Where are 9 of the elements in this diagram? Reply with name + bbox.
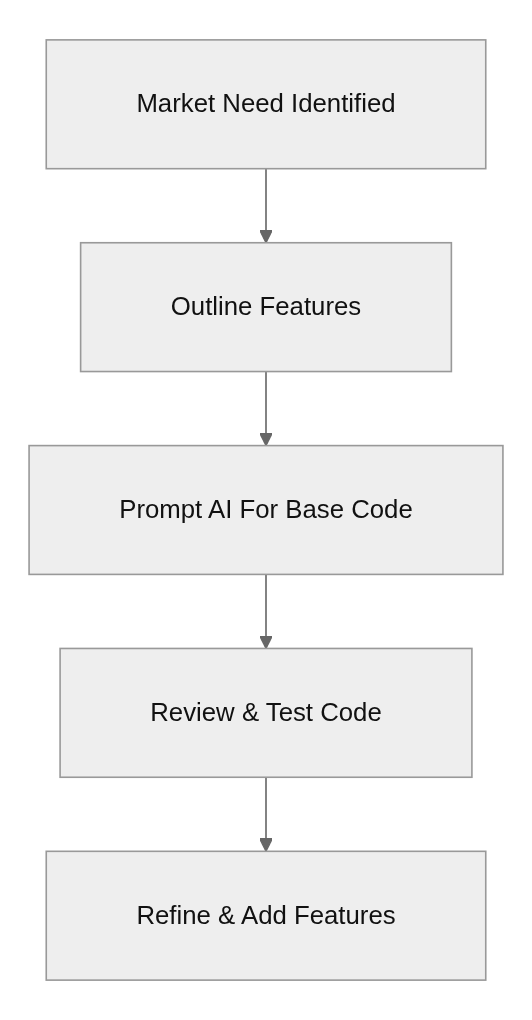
node-box: Market Need Identified: [45, 39, 487, 170]
node-box: Refine & Add Features: [45, 850, 487, 981]
arrow: [258, 167, 274, 244]
node-box: Prompt AI For Base Code: [28, 444, 504, 576]
arrow: [258, 776, 274, 852]
arrow: [258, 573, 274, 650]
node-box: Outline Features: [79, 241, 453, 373]
node-box: Review & Test Code: [59, 647, 473, 779]
arrow: [258, 370, 274, 447]
